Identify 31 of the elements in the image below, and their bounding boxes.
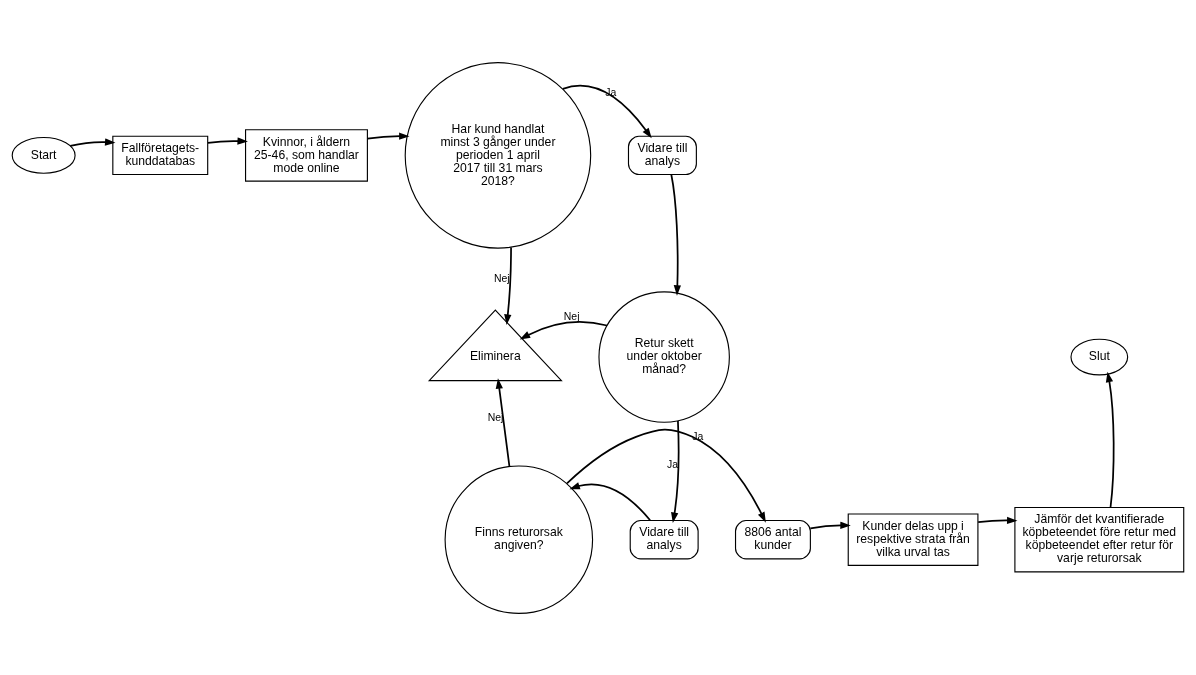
node-box: Kunder delas upp i respektive strata från vilka urval tas bbox=[847, 512, 979, 566]
node-circle: Retur skett under oktober månad? bbox=[598, 290, 730, 423]
arrow bbox=[69, 137, 116, 147]
edge-label: Ja bbox=[666, 458, 678, 470]
arrow bbox=[569, 481, 651, 521]
node-box: Vidare till analys bbox=[629, 519, 699, 559]
node-box: Kvinnor, i åldern 25-46, som handlar mode online bbox=[245, 128, 368, 182]
arrow bbox=[809, 521, 851, 529]
arrow bbox=[977, 516, 1018, 524]
edge-label: Nej bbox=[493, 272, 510, 284]
edge-label: Ja bbox=[692, 430, 704, 442]
arrow bbox=[366, 132, 410, 140]
arrow bbox=[519, 320, 608, 340]
arrow bbox=[495, 377, 511, 467]
node-box: 8806 antal kunder bbox=[734, 519, 811, 559]
node-box: Vidare till analys bbox=[627, 135, 697, 175]
arrow bbox=[670, 173, 682, 296]
node-circle: Har kund handlat minst 3 gånger under perioden 1 april 2017 till 31 mars 2018? bbox=[404, 61, 592, 249]
edge-label: Nej bbox=[563, 310, 580, 322]
arrow bbox=[504, 246, 512, 325]
arrow bbox=[671, 419, 680, 523]
arrow bbox=[561, 84, 652, 138]
node-box: Fallföretagets-kunddatabas bbox=[112, 135, 209, 175]
arrow bbox=[566, 428, 766, 523]
arrow bbox=[1105, 371, 1115, 508]
node-circle: Finns returorsak angiven? bbox=[444, 464, 594, 614]
arrow bbox=[207, 136, 248, 145]
node-box: Jämför det kvantifierade köpbeteendet före retur med köpbeteendet efter retur för varje returorsak bbox=[1014, 506, 1185, 572]
node-ellipse: Slut bbox=[1070, 338, 1129, 375]
edge-label: Ja bbox=[605, 86, 617, 98]
node-ellipse: Start bbox=[11, 136, 76, 174]
